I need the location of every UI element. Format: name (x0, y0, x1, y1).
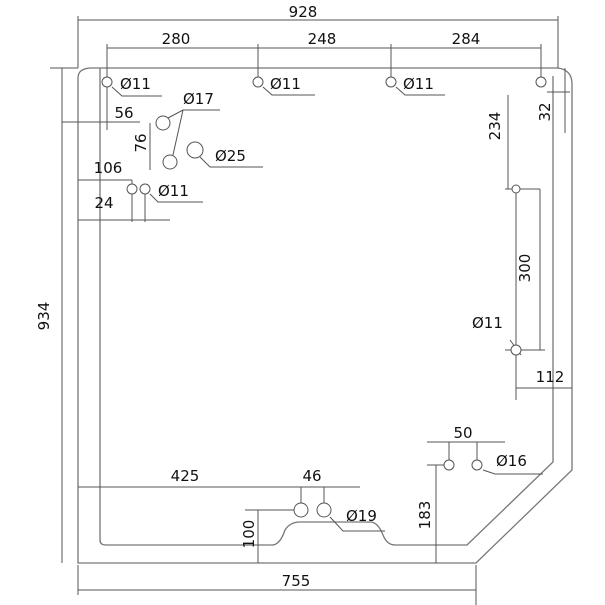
hole-d17 (162, 154, 178, 170)
label-d16: Ø16 (496, 452, 527, 470)
hole-d19 (316, 502, 332, 518)
hole-d11 (510, 344, 522, 356)
hole-d11 (535, 76, 547, 88)
dim-183: 183 (416, 501, 434, 530)
dim-234: 234 (486, 112, 504, 141)
hole-d11 (126, 183, 138, 195)
hole-d17 (155, 115, 171, 131)
dim-100: 100 (240, 520, 258, 549)
dim-76: 76 (132, 133, 150, 152)
label-d19: Ø19 (346, 507, 377, 525)
hole-d11 (139, 183, 151, 195)
hole-d11 (252, 76, 264, 88)
dim-56: 56 (114, 104, 133, 122)
dim-248: 248 (308, 30, 337, 48)
label-d11: Ø11 (120, 75, 151, 93)
dim-284: 284 (452, 30, 481, 48)
dim-46: 46 (302, 467, 321, 485)
hole-d11 (101, 76, 113, 88)
hole-d16 (471, 459, 483, 471)
hole-d11 (385, 76, 397, 88)
label-d11: Ø11 (270, 75, 301, 93)
leaders (111, 86, 543, 532)
hole-d25 (186, 141, 204, 159)
hole-d16 (443, 459, 455, 471)
holes (101, 76, 547, 518)
dim-50: 50 (453, 424, 472, 442)
hole-d19 (293, 502, 309, 518)
label-d11: Ø11 (472, 314, 503, 332)
labels: 928 280 248 284 32 234 300 112 934 56 76… (35, 3, 564, 590)
dimension-lines (50, 16, 572, 605)
dim-934: 934 (35, 302, 53, 331)
label-d17: Ø17 (183, 90, 214, 108)
dim-928: 928 (289, 3, 318, 21)
dim-106: 106 (94, 159, 123, 177)
hole-d11 (511, 184, 521, 194)
dim-32: 32 (536, 102, 554, 121)
label-d25: Ø25 (215, 147, 246, 165)
tray-outline (77, 67, 573, 564)
dim-112: 112 (536, 368, 565, 386)
dim-300: 300 (516, 254, 534, 283)
dim-755: 755 (282, 572, 311, 590)
label-d11: Ø11 (403, 75, 434, 93)
dim-24: 24 (94, 194, 113, 212)
label-d11: Ø11 (158, 182, 189, 200)
dim-425: 425 (171, 467, 200, 485)
dim-280: 280 (162, 30, 191, 48)
